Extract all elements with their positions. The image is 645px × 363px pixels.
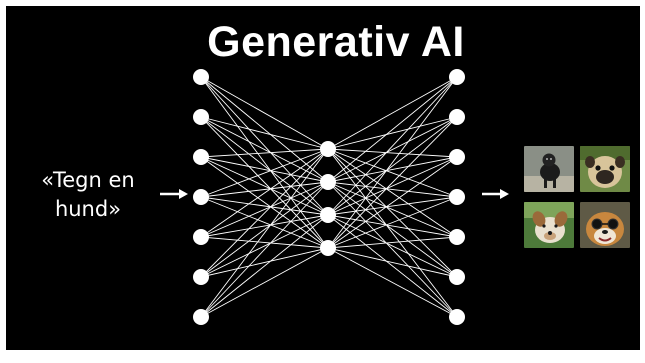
network-edge <box>200 247 329 318</box>
network-edge <box>200 156 329 183</box>
network-node <box>320 207 336 223</box>
network-edge <box>200 196 329 216</box>
prompt-line-2: hund» <box>54 197 122 221</box>
network-node <box>320 174 336 190</box>
network-edge <box>200 76 329 216</box>
network-node <box>449 309 465 325</box>
network-edge <box>327 156 458 183</box>
network-edge <box>327 181 458 278</box>
network-edge <box>200 156 329 216</box>
network-edge <box>327 148 458 238</box>
network-node <box>320 240 336 256</box>
network-edge <box>200 181 329 278</box>
input-arrow-icon <box>160 189 188 199</box>
network-edge <box>200 196 329 249</box>
slide: Generativ AI «Tegn en hund» <box>6 6 640 350</box>
network-edge <box>327 236 458 249</box>
network-edge <box>327 116 458 183</box>
network-nodes <box>193 69 465 325</box>
network-edge <box>200 148 329 198</box>
neural-network-diagram <box>160 69 509 325</box>
terrier-dog-photo-icon <box>524 202 574 248</box>
network-edge <box>327 156 458 249</box>
network-edge <box>327 76 458 216</box>
network-node <box>449 229 465 245</box>
network-edge <box>200 148 329 318</box>
network-node <box>193 189 209 205</box>
network-edge <box>200 156 329 249</box>
network-node <box>193 109 209 125</box>
network-edge <box>200 181 329 198</box>
network-node <box>193 309 209 325</box>
black-dog-photo-icon <box>524 146 574 192</box>
network-edge <box>200 116 329 183</box>
network-edge <box>200 214 329 238</box>
network-edge <box>327 214 458 318</box>
network-node <box>449 149 465 165</box>
pug-photo-icon <box>580 146 630 192</box>
network-edge <box>200 148 329 238</box>
network-edge <box>327 76 458 150</box>
network-edge <box>200 76 329 249</box>
dog-with-glasses-photo-icon <box>580 202 630 248</box>
network-edge <box>327 247 458 318</box>
generated-dog-images <box>524 146 632 254</box>
network-edge <box>200 148 329 158</box>
network-edge <box>327 196 458 249</box>
network-edge <box>327 247 458 278</box>
network-edge <box>327 181 458 238</box>
network-node <box>320 141 336 157</box>
network-edge <box>327 116 458 216</box>
network-edge <box>327 148 458 158</box>
network-edge <box>327 148 458 318</box>
network-edge <box>327 116 458 249</box>
network-edge <box>327 181 458 198</box>
network-edge <box>200 181 329 318</box>
prompt-line-1: «Tegn en <box>41 168 135 192</box>
network-edge <box>200 236 329 249</box>
network-edge <box>327 116 458 150</box>
network-edge <box>200 247 329 278</box>
network-edge <box>200 181 329 238</box>
network-edge <box>327 148 458 198</box>
network-edge <box>200 76 329 150</box>
network-node <box>193 229 209 245</box>
network-node <box>449 109 465 125</box>
network-edge <box>200 148 329 278</box>
network-node <box>193 69 209 85</box>
network-node <box>193 149 209 165</box>
network-edge <box>327 181 458 318</box>
network-node <box>449 69 465 85</box>
network-edge <box>327 76 458 249</box>
prompt-text: «Tegn en hund» <box>28 166 148 224</box>
network-edge <box>327 214 458 278</box>
network-edge <box>200 116 329 150</box>
network-node <box>449 189 465 205</box>
network-edge <box>200 116 329 216</box>
network-edge <box>200 116 329 249</box>
network-edge <box>200 214 329 278</box>
network-edge <box>327 214 458 238</box>
network-edge <box>327 148 458 278</box>
network-edge <box>327 196 458 216</box>
network-edge <box>200 214 329 318</box>
output-arrow-icon <box>482 189 509 199</box>
network-edge <box>327 76 458 183</box>
network-node <box>449 269 465 285</box>
network-edge <box>327 156 458 216</box>
slide-title: Generativ AI <box>207 18 465 66</box>
network-edge <box>200 76 329 183</box>
network-edges <box>200 76 458 318</box>
network-node <box>193 269 209 285</box>
